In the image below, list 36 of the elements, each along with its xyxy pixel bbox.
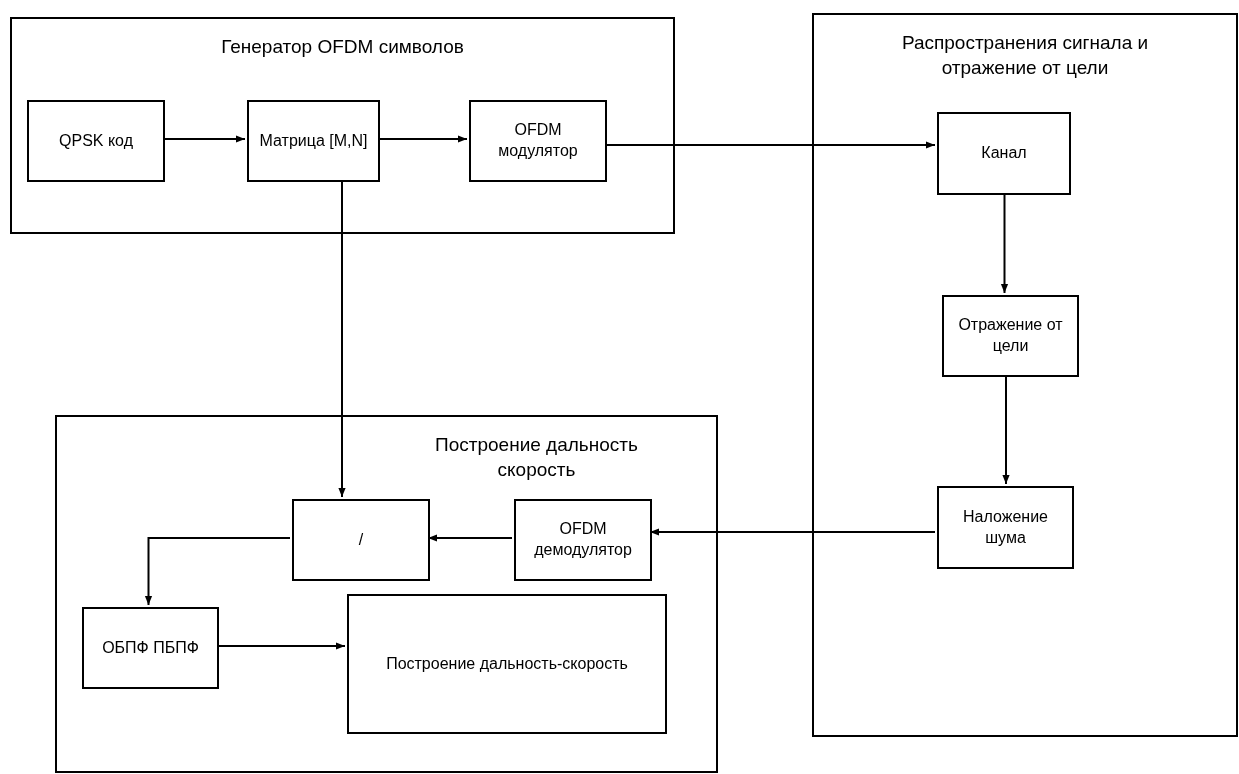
- group-title: Построение дальность скорость: [434, 433, 639, 482]
- arrow: [604, 141, 936, 149]
- process-box: [27, 100, 165, 182]
- arrow: [1002, 374, 1010, 485]
- process-box: [937, 112, 1071, 195]
- group-frame: [10, 17, 675, 234]
- process-box: [292, 499, 430, 581]
- process-box: [247, 100, 380, 182]
- arrow: [338, 179, 346, 498]
- arrow: [377, 135, 468, 143]
- group-frame: [55, 415, 718, 773]
- box-label: Наложение шума: [962, 506, 1049, 548]
- arrow: [649, 528, 936, 536]
- process-box: [82, 607, 219, 689]
- box-label: /: [357, 529, 365, 550]
- box-label: Матрица [M,N]: [258, 130, 369, 151]
- box-label: ОБПФ ПБПФ: [101, 637, 200, 658]
- process-box: [469, 100, 607, 182]
- arrow: [144, 537, 291, 606]
- process-box: [514, 499, 652, 581]
- box-label: Построение дальность-скорость: [385, 653, 629, 674]
- box-label: Канал: [980, 143, 1028, 164]
- group-frame: [812, 13, 1238, 737]
- box-label: OFDM демодулятор: [533, 519, 633, 560]
- process-box: [937, 486, 1074, 569]
- arrow: [1000, 192, 1009, 294]
- box-label: OFDM модулятор: [497, 120, 579, 161]
- group-title: Генератор OFDM символов: [220, 35, 465, 59]
- process-box: [347, 594, 667, 734]
- box-label: Отражение от цели: [957, 315, 1064, 356]
- process-box: [942, 295, 1079, 377]
- arrow: [216, 642, 346, 650]
- arrow: [162, 135, 246, 143]
- arrow: [427, 534, 513, 542]
- group-title: Распространения сигнала и отражение от цели: [900, 31, 1150, 80]
- box-label: QPSK код: [58, 130, 134, 151]
